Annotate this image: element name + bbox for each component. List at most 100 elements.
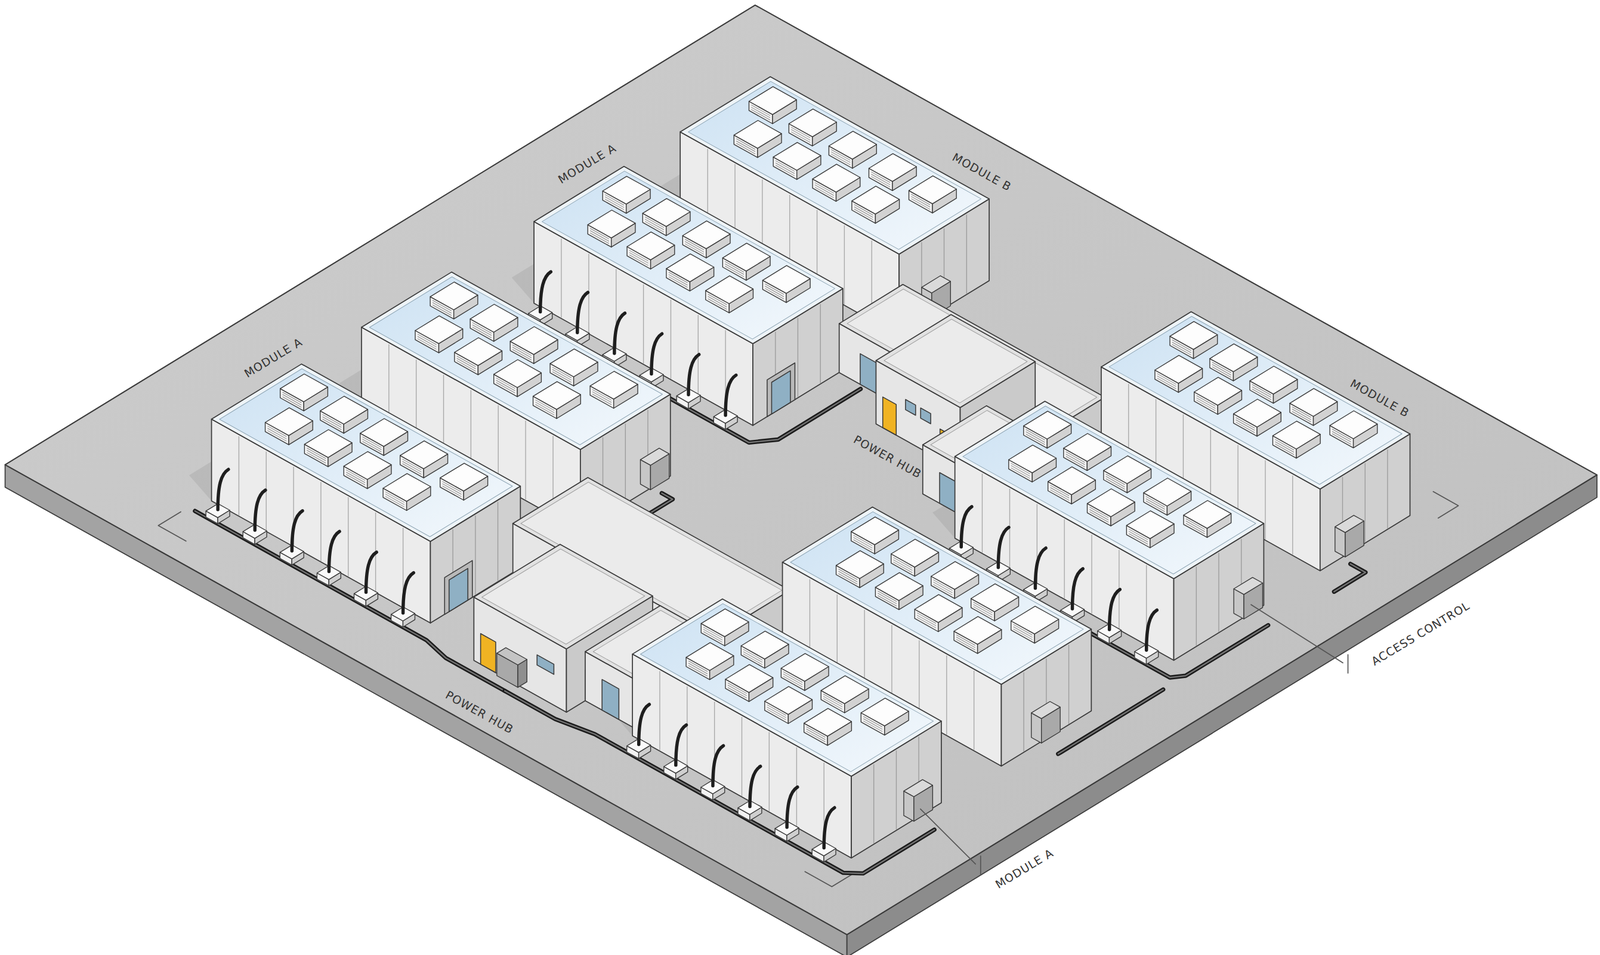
- leader-tick: [980, 855, 982, 874]
- vent-top: [1126, 510, 1175, 539]
- vent-grille: [765, 288, 784, 299]
- wall-panel-line: [1063, 519, 1065, 599]
- vent-top: [265, 407, 314, 436]
- roof: [369, 276, 663, 445]
- area-label: ACCESS CONTROL: [1369, 598, 1473, 668]
- vent-grille: [417, 338, 437, 349]
- vent-grille: [933, 579, 953, 591]
- vent-top: [280, 373, 329, 402]
- vent-grille: [783, 671, 802, 682]
- vent-top: [682, 220, 731, 249]
- vent-grille: [472, 325, 491, 336]
- vent-grille: [736, 140, 756, 151]
- vent-grille: [708, 296, 727, 307]
- vent-grille: [1106, 478, 1125, 489]
- vent-grille: [1332, 433, 1351, 444]
- vent-grille: [645, 221, 664, 232]
- wall-panel-line: [1218, 553, 1219, 632]
- vent-grille: [736, 143, 756, 154]
- leader-tick: [1347, 654, 1349, 673]
- vent-grille: [1011, 462, 1030, 474]
- vent-grille: [267, 425, 287, 437]
- cooling-pipe: [675, 724, 687, 765]
- vent-grille: [1026, 431, 1045, 443]
- vent-grille: [1236, 421, 1255, 432]
- label-anchor: ACCESS CONTROL: [1369, 598, 1473, 668]
- vent-grille: [402, 458, 422, 469]
- cooling-pipe: [1146, 609, 1158, 650]
- vent-grille: [853, 539, 873, 551]
- vent-top: [725, 663, 774, 693]
- vent-grille: [767, 704, 786, 715]
- vent-grille: [911, 196, 931, 207]
- roof: [790, 511, 1084, 679]
- wall-panel-line: [873, 764, 874, 843]
- vent-grille: [322, 414, 342, 425]
- vent-grille: [402, 463, 422, 474]
- vent-top: [440, 462, 488, 491]
- vent-grille: [708, 294, 727, 305]
- area-label: MODULE A: [993, 845, 1056, 891]
- vent-top: [1011, 606, 1059, 635]
- vent-grille: [751, 104, 771, 116]
- vent-grille: [1013, 624, 1033, 635]
- vent-grille: [282, 394, 302, 405]
- vent-grille: [917, 612, 937, 623]
- wall-panel-line: [809, 579, 811, 659]
- label-anchor: MODULE A: [555, 140, 619, 186]
- vent-grille: [590, 233, 610, 244]
- wall-panel-line: [470, 390, 472, 469]
- vent-grille: [1026, 429, 1045, 440]
- vent-top: [415, 315, 463, 344]
- roof-rim: [211, 363, 521, 542]
- vent-grille: [685, 243, 704, 255]
- roof-rim: [533, 166, 843, 344]
- vent-grille: [456, 360, 476, 371]
- vent-grille: [775, 162, 795, 174]
- vent-top: [953, 616, 1002, 645]
- vent-grille: [1332, 428, 1351, 440]
- wall-panel-line: [891, 625, 892, 704]
- vent-grille: [863, 718, 883, 729]
- vent-top: [550, 348, 598, 378]
- label-anchor: POWER HUB: [443, 687, 516, 736]
- vent-grille: [1026, 433, 1045, 444]
- access-box: [903, 779, 933, 797]
- vent-grille: [791, 131, 811, 142]
- vent-top: [1154, 354, 1203, 383]
- vent-grille: [956, 636, 975, 647]
- vent-grille: [1275, 439, 1294, 450]
- wall-panel-line: [836, 594, 838, 673]
- vent-grille: [1050, 485, 1070, 496]
- wall-panel-line: [497, 501, 499, 581]
- vent-grille: [1212, 364, 1231, 375]
- vent-grille: [1236, 419, 1255, 430]
- vent-top: [1048, 466, 1096, 495]
- vent-top: [1272, 421, 1321, 450]
- vent-top: [1329, 410, 1378, 439]
- cooling-pipe: [403, 572, 415, 613]
- vent-grille: [727, 687, 747, 698]
- wall-panel-line: [1068, 644, 1070, 724]
- vent-grille: [1157, 373, 1176, 384]
- vent-grille: [831, 152, 851, 163]
- vent-grille: [853, 535, 873, 546]
- cooling-pipe: [651, 333, 663, 374]
- vent-top: [533, 381, 582, 410]
- vent-grille: [791, 127, 811, 138]
- wall-panel-line: [844, 225, 845, 305]
- vent-grille: [863, 715, 883, 727]
- vent-grille: [838, 568, 858, 579]
- vent-top: [493, 359, 542, 388]
- vent-grille: [322, 417, 342, 428]
- cooling-pipe: [725, 375, 737, 416]
- glass-door: [860, 353, 877, 394]
- vent-grille: [267, 430, 287, 441]
- vent-grille: [878, 590, 897, 601]
- area-label: POWER HUB: [443, 687, 516, 736]
- cooling-pipe: [328, 530, 340, 571]
- cooling-pipe: [749, 765, 761, 806]
- vent-grille: [552, 371, 571, 382]
- vent-top: [804, 708, 852, 737]
- wall-panel-line: [973, 670, 975, 750]
